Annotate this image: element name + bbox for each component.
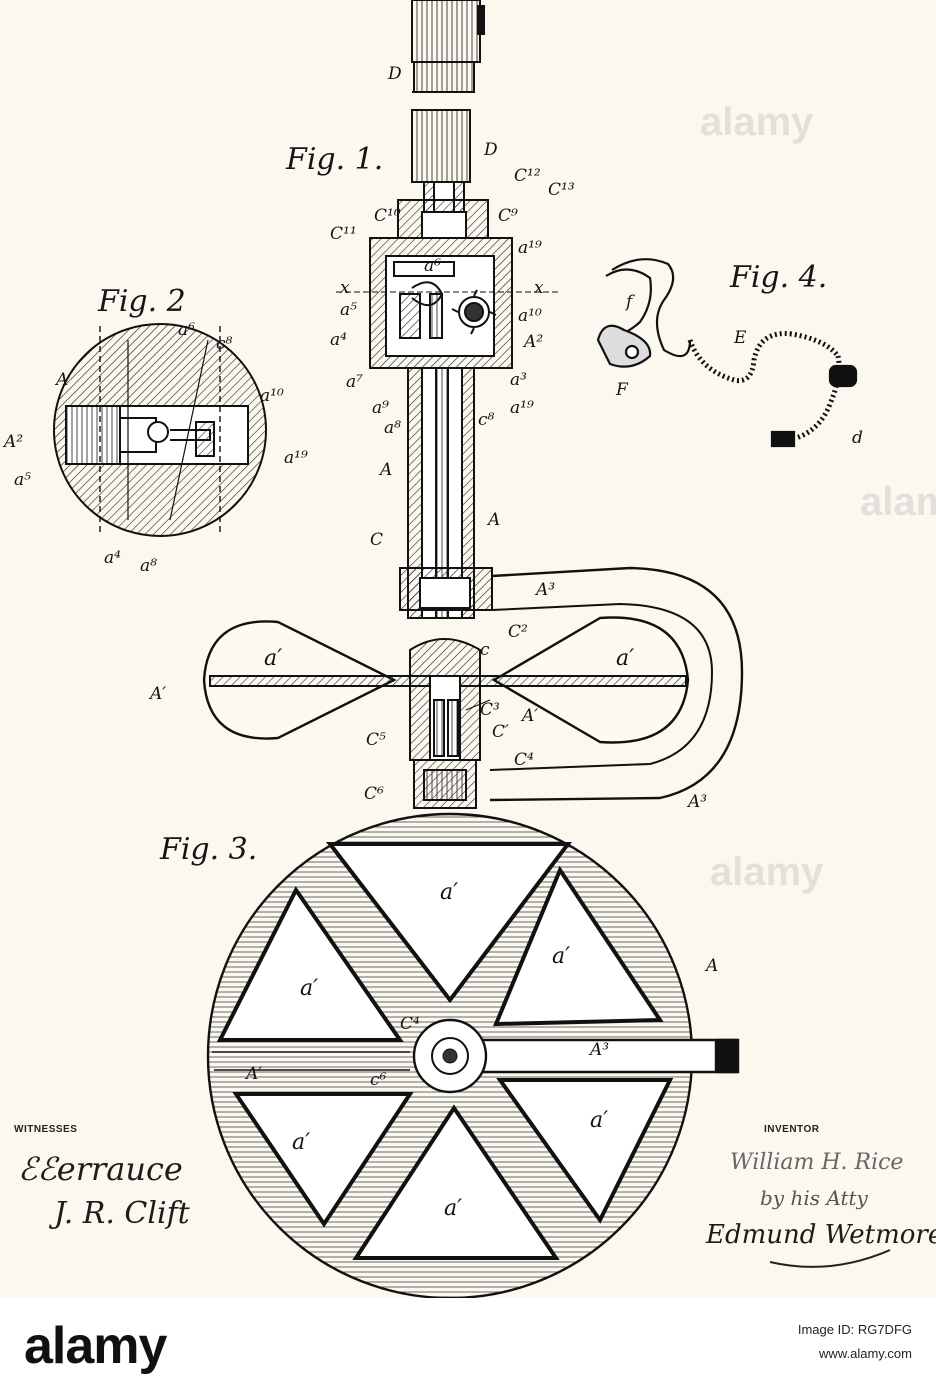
ref-label: d [852,428,863,448]
ref-label: A² [524,332,543,352]
ref-label: a′ [444,1196,462,1221]
witness-signature: ℰℰerrauce [18,1150,183,1188]
watermark: alamy [700,100,813,145]
ref-label: C⁴ [514,750,534,770]
ref-label: a⁴ [330,330,347,350]
ref-label: x [340,278,350,298]
ref-label: A [706,956,718,976]
ref-label: a⁸ [384,418,401,438]
ref-label: A′ [246,1064,262,1084]
figure-3-drawing [208,814,738,1298]
figure-2-drawing [54,324,266,536]
figure-2-title: Fig. 2 [98,284,186,319]
ref-label: A′ [150,684,166,704]
ref-label: A′ [522,706,538,726]
ref-label: a¹⁹ [284,448,308,468]
ref-label: c⁸ [216,334,232,354]
ref-label: C¹² [514,166,541,186]
ref-label: A [56,370,68,390]
patent-drawing [0,0,936,1298]
ref-label: a¹⁹ [510,398,534,418]
ref-label: c [480,640,490,660]
ref-label: a⁷ [346,372,363,392]
image-id: Image ID: RG7DFG [798,1322,912,1337]
ref-label: c⁸ [478,410,494,430]
ref-label: a⁹ [372,398,389,418]
ref-label: a¹⁰ [260,386,284,406]
figure-3-title: Fig. 3. [160,832,257,867]
watermark: alamy [710,850,823,895]
ref-label: A [488,510,500,530]
ref-label: C⁴ [400,1014,420,1034]
figure-1-drawing [204,0,742,808]
ref-label: a′ [616,646,634,671]
ref-label: a′ [552,944,570,969]
ref-label: D [388,64,402,84]
ref-label: E [734,328,746,348]
ref-label: a⁵ [340,300,357,320]
inventor-caption: INVENTOR [764,1124,820,1135]
ref-label: a⁶ [178,320,195,340]
ref-label: a³ [510,370,527,390]
ref-label: C⁹ [498,206,518,226]
ref-label: a⁶ [424,256,441,276]
ref-label: a⁸ [140,556,157,576]
ref-label: C² [508,622,528,642]
inventor-signature: by his Atty [760,1186,868,1210]
ref-label: a⁴ [104,548,121,568]
inventor-signature: William H. Rice [730,1150,903,1175]
brand-logo[interactable]: alamy [24,1316,166,1376]
ref-label: a′ [264,646,282,671]
patent-sheet: Fig. 1. Fig. 2 Fig. 3. Fig. 4. D D C¹² C… [0,0,936,1298]
ref-label: A³ [590,1040,609,1060]
ref-label: C¹¹ [330,224,357,244]
ref-label: a¹⁹ [518,238,542,258]
ref-label: A [380,460,392,480]
site-link[interactable]: www.alamy.com [819,1346,912,1361]
figure-4-title: Fig. 4. [730,260,827,295]
ref-label: a⁵ [14,470,31,490]
ref-label: a′ [590,1108,608,1133]
ref-label: x [534,278,544,298]
witness-signature: J. R. Clift [54,1196,190,1231]
ref-label: C′ [492,722,509,742]
ref-label: C³ [480,700,500,720]
witnesses-caption: WITNESSES [14,1124,77,1135]
stock-footer: alamy Image ID: RG7DFG www.alamy.com [0,1298,936,1390]
ref-label: A² [4,432,23,452]
ref-label: C⁶ [364,784,384,804]
ref-label: C [370,530,383,550]
watermark: alamy [860,480,936,525]
ref-label: A³ [688,792,707,812]
figure-1-title: Fig. 1. [286,142,383,177]
ref-label: F [616,380,628,400]
ref-label: C¹³ [548,180,575,200]
ref-label: a′ [440,880,458,905]
ref-label: D [484,140,498,160]
ref-label: a′ [292,1130,310,1155]
ref-label: a¹⁰ [518,306,542,326]
inventor-signature: Edmund Wetmore [706,1220,936,1250]
ref-label: f [626,292,632,312]
ref-label: C¹⁰ [374,206,401,226]
ref-label: C⁵ [366,730,386,750]
ref-label: c⁶ [370,1070,386,1090]
ref-label: a′ [300,976,318,1001]
ref-label: A³ [536,580,555,600]
